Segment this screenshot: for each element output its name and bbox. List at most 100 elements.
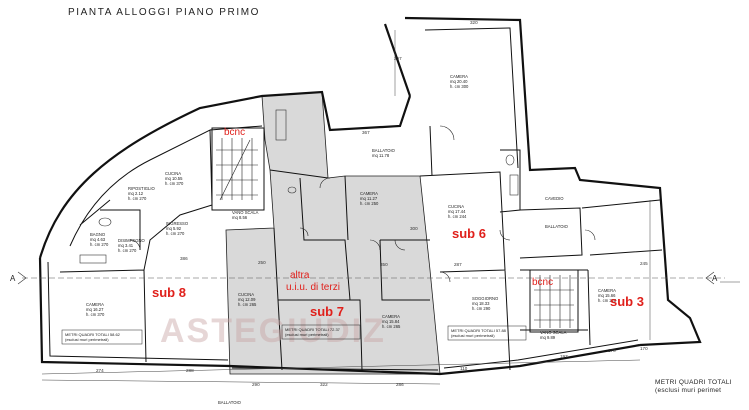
svg-text:RIPOSTIGLIO: RIPOSTIGLIO xyxy=(128,186,156,191)
svg-text:h. cm 300: h. cm 300 xyxy=(450,84,469,89)
dimension-lines xyxy=(41,30,740,385)
stairwell-right xyxy=(529,269,579,333)
svg-text:BAGNO: BAGNO xyxy=(90,232,106,237)
outer-wall-inner-line xyxy=(47,261,639,371)
bcnc-label-left: bcnc xyxy=(224,127,245,138)
room-label: CAMERA mq 11.27 h. cm 250 xyxy=(360,191,379,206)
svg-text:CUCINA: CUCINA xyxy=(448,204,464,209)
dimension-label: 286 xyxy=(396,382,404,387)
svg-text:SOGGIORNO: SOGGIORNO xyxy=(472,296,499,301)
bcnc-label-right: bcnc xyxy=(532,277,553,288)
stair-steps-right xyxy=(534,275,574,328)
svg-text:mq 17.44: mq 17.44 xyxy=(448,209,466,214)
legend-line-2: (esclusi muri perimet xyxy=(655,387,721,394)
dimension-label: 320 xyxy=(470,20,478,25)
room-label: CAMERA mq 15.66 h. cm 270 xyxy=(598,288,617,303)
third-party-label-line1: altra xyxy=(290,270,310,281)
svg-text:h. cm 244: h. cm 244 xyxy=(448,214,467,219)
unit-label-sub7: sub 7 xyxy=(310,304,344,319)
dimension-label: 170 xyxy=(608,348,616,353)
svg-text:h. cm 265: h. cm 265 xyxy=(238,302,257,307)
dimension-label: 386 xyxy=(180,256,188,261)
dimension-label: 287 xyxy=(454,262,462,267)
svg-text:mq 2.12: mq 2.12 xyxy=(128,191,144,196)
room-label: DISIMPEGNO mq 3.41 h. cm 270 xyxy=(118,238,145,253)
svg-text:mq 18.33: mq 18.33 xyxy=(472,301,490,306)
room-label: BALLATOIO xyxy=(218,400,242,405)
section-arrow-right xyxy=(705,271,715,285)
legend-line-1: METRI QUADRI TOTALI xyxy=(655,379,732,386)
walls-sub7 xyxy=(269,169,430,371)
section-mark-left: A xyxy=(10,274,16,283)
dimension-label: 274 xyxy=(96,368,104,373)
dimension-label: 297 xyxy=(394,56,402,61)
svg-text:h. cm 270: h. cm 270 xyxy=(118,248,137,253)
unit-label-sub6: sub 6 xyxy=(452,226,486,241)
room-label: CAVEDIO xyxy=(545,196,564,201)
dimension-label: 250 xyxy=(258,260,266,265)
dimension-label: 322 xyxy=(320,382,328,387)
room-label: CUCINA mq 12.09 h. cm 265 xyxy=(238,292,257,307)
svg-text:mq 11.27: mq 11.27 xyxy=(360,196,378,201)
room-label: BAGNO mq 4.63 h. cm 270 xyxy=(90,232,109,247)
walls-sub6 xyxy=(419,27,521,371)
dimension-label: 170 xyxy=(640,346,648,351)
svg-text:h. cm 265: h. cm 265 xyxy=(382,324,401,329)
svg-text:INGRESSO: INGRESSO xyxy=(166,221,189,226)
svg-text:VANO SCALA: VANO SCALA xyxy=(232,210,259,215)
svg-text:mq 9.89: mq 9.89 xyxy=(540,335,556,340)
section-arrow-left xyxy=(17,271,27,285)
section-mark-right: A xyxy=(712,274,718,283)
dimension-label: 245 xyxy=(640,261,648,266)
svg-text:CAMERA: CAMERA xyxy=(598,288,616,293)
svg-text:CAMERA: CAMERA xyxy=(360,191,378,196)
svg-text:BALLATOIO: BALLATOIO xyxy=(372,148,396,153)
dimension-label: 197 xyxy=(560,354,568,359)
svg-text:(esclusi muri perimetrali): (esclusi muri perimetrali) xyxy=(285,332,329,337)
dimension-label: 367 xyxy=(362,130,370,135)
svg-text:mq 4.63: mq 4.63 xyxy=(90,237,106,242)
totals-box-sub8: METRI QUADRI TOTALI 58.62 (esclusi muri … xyxy=(61,329,143,345)
svg-text:h. cm 370: h. cm 370 xyxy=(86,312,105,317)
svg-text:DISIMPEGNO: DISIMPEGNO xyxy=(118,238,145,243)
unit-label-sub8: sub 8 xyxy=(152,285,186,300)
svg-text:h. cm 270: h. cm 270 xyxy=(598,298,617,303)
unit-label-sub3: sub 3 xyxy=(610,294,644,309)
room-label: CUCINA mq 10.55 h. cm 370 xyxy=(165,171,184,186)
totals-box-sub6: METRI QUADRI TOTALI 57.88 (esclusi muri … xyxy=(447,325,527,341)
room-label: CAMERA mq 20.40 h. cm 300 xyxy=(450,74,469,89)
room-label: RIPOSTIGLIO mq 2.12 h. cm 270 xyxy=(128,186,156,201)
svg-text:mq 20.40: mq 20.40 xyxy=(450,79,468,84)
svg-text:(esclusi muri perimetrali): (esclusi muri perimetrali) xyxy=(451,333,495,338)
svg-text:h. cm 370: h. cm 370 xyxy=(165,181,184,186)
room-label: CAMERA mq 16.27 h. cm 370 xyxy=(86,302,105,317)
svg-text:mq 8.56: mq 8.56 xyxy=(232,215,248,220)
svg-text:h. cm 270: h. cm 270 xyxy=(166,231,185,236)
door-swings xyxy=(129,125,596,283)
dimension-label: 110 xyxy=(460,366,468,371)
svg-text:h. cm 270: h. cm 270 xyxy=(90,242,109,247)
svg-text:h. cm 250: h. cm 250 xyxy=(360,201,379,206)
dimension-label: 288 xyxy=(186,368,194,373)
svg-text:mq 15.84: mq 15.84 xyxy=(382,319,400,324)
room-label: CAMERA mq 15.84 h. cm 265 xyxy=(382,314,401,329)
svg-text:CAMERA: CAMERA xyxy=(450,74,468,79)
third-party-label-line2: u.i.u. di terzi xyxy=(286,282,340,293)
room-label: BALLATOIO mq 11.78 xyxy=(372,148,396,158)
dimension-values: 274 288 290 322 286 110 367 297 320 300 … xyxy=(96,20,648,387)
svg-text:METRI QUADRI TOTALI 72.37: METRI QUADRI TOTALI 72.37 xyxy=(285,327,341,332)
svg-text:mq 16.27: mq 16.27 xyxy=(86,307,104,312)
svg-text:mq 10.55: mq 10.55 xyxy=(165,176,183,181)
svg-text:mq 12.09: mq 12.09 xyxy=(238,297,256,302)
dimension-label: 290 xyxy=(252,382,260,387)
room-label: BALLATOIO xyxy=(545,224,569,229)
svg-text:VANO SCALA: VANO SCALA xyxy=(540,330,567,335)
svg-text:CAMERA: CAMERA xyxy=(86,302,104,307)
svg-text:mq 11.78: mq 11.78 xyxy=(372,153,390,158)
room-labels: CAMERA mq 20.40 h. cm 300 CUCINA mq 10.5… xyxy=(86,74,617,405)
svg-text:h. cm 270: h. cm 270 xyxy=(128,196,147,201)
svg-text:CUCINA: CUCINA xyxy=(238,292,254,297)
svg-text:(esclusi muri perimetrali): (esclusi muri perimetrali) xyxy=(65,337,109,342)
svg-text:CAMERA: CAMERA xyxy=(382,314,400,319)
